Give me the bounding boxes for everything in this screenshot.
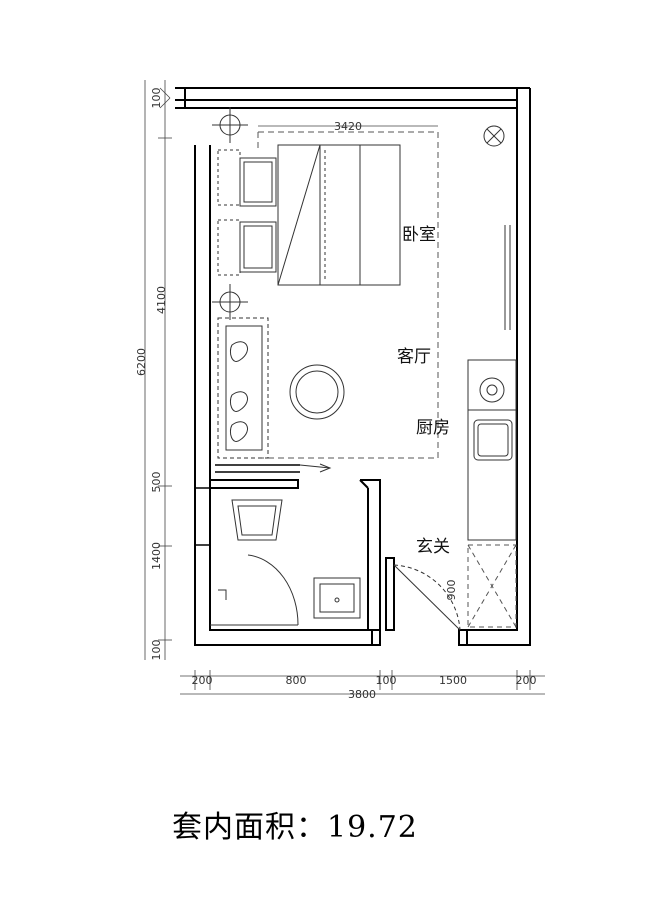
shoe-cabinet [467, 544, 517, 628]
dim-left-upper: 4100 [155, 286, 168, 314]
dim-bottom-seg2: 800 [286, 674, 307, 687]
dim-bottom-seg1: 200 [192, 674, 213, 687]
ceiling-light-icon [212, 284, 248, 320]
light-fixture-icons [212, 107, 505, 320]
dim-left-mid: 500 [150, 472, 163, 493]
bed [217, 144, 401, 286]
area-caption: 套内面积：19.72 [172, 802, 418, 846]
dim-top-offset: 100 [150, 88, 163, 109]
dim-bottom-total: 3800 [348, 688, 376, 701]
kitchen-counter [467, 359, 517, 541]
entrance-door [393, 564, 461, 631]
area-value: 19.72 [327, 810, 418, 845]
bedroom-zone [257, 131, 439, 459]
round-table [289, 364, 345, 420]
area-label: 套内面积： [172, 810, 327, 845]
dim-top-width: 3420 [334, 120, 362, 133]
walls [175, 87, 531, 646]
dim-bottom-seg4: 1500 [439, 674, 467, 687]
wall-piers [195, 464, 300, 546]
ceiling-light-icon [212, 107, 248, 143]
room-label-entrance: 玄关 [416, 537, 450, 557]
dim-bottom-seg5: 200 [516, 674, 537, 687]
dim-left-bottom: 100 [150, 640, 163, 661]
tv-cabinet [504, 225, 511, 330]
bathroom-fixtures [210, 499, 361, 626]
dimension-lines [144, 80, 545, 695]
dim-left-total: 6200 [135, 348, 148, 376]
ceiling-light-icon [483, 125, 505, 147]
room-label-bedroom: 卧室 [402, 225, 436, 245]
sofa [217, 317, 269, 459]
dim-bottom-seg3: 100 [376, 674, 397, 687]
dim-door-width: 900 [445, 580, 458, 601]
room-label-living-room: 客厅 [397, 347, 431, 367]
interior-door-arc [299, 463, 332, 473]
room-label-kitchen: 厨房 [416, 418, 450, 438]
dim-left-lower: 1400 [150, 542, 163, 570]
